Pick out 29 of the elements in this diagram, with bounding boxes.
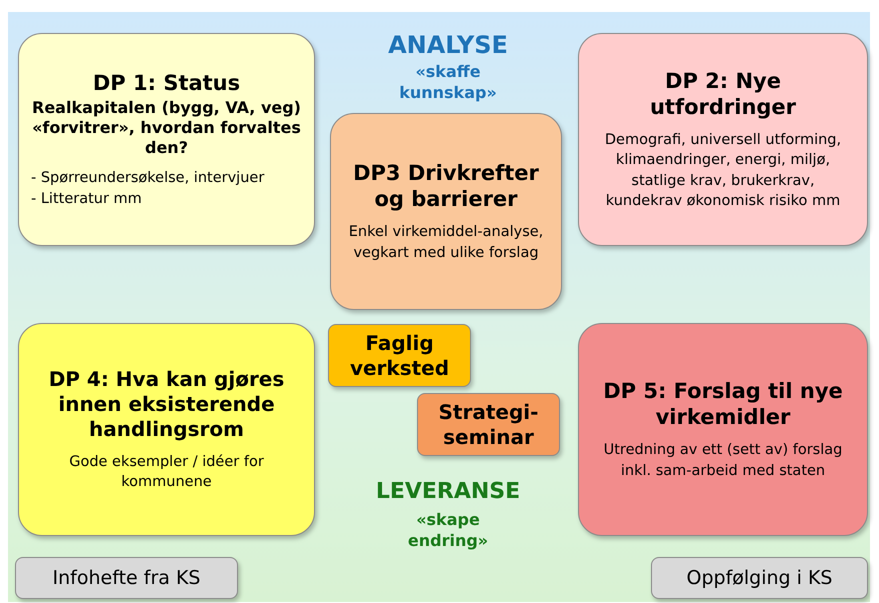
card-title: DP3 Drivkrefter og barrierer (352, 160, 540, 212)
card (18, 33, 315, 246)
box-title: Faglig verksted (348, 330, 450, 380)
card-title: DP 5: Forslag til nye virkemidler (602, 378, 844, 430)
card-text: Gode eksempler / idéer for kommunene (68, 452, 265, 492)
section-heading: ANALYSE (387, 30, 509, 61)
card-text: Utredning av ett (sett av) forslag inkl. sam-arbeid med staten (602, 441, 844, 481)
card (330, 113, 562, 310)
card-title: DP 2: Nye utfordringer (648, 68, 798, 120)
card-text: Enkel virkemiddel-analyse, vegkart med ulike forslag (348, 223, 544, 263)
box-label: Infohefte fra KS (52, 567, 200, 589)
section-heading: LEVERANSE (374, 478, 522, 506)
card (18, 323, 315, 536)
section-subtitle: «skaffe kunnskap» (398, 62, 498, 104)
card-title: DP 1: Status (92, 70, 240, 96)
card (328, 324, 471, 387)
section-subtitle: «skape endring» (406, 510, 490, 552)
bullet-item: - Spørreundersøkelse, intervjuer (31, 169, 264, 188)
card-subtitle: Realkapitalen (bygg, VA, veg) «forvitrer», hvordan forvaltes den? (31, 98, 302, 158)
box-title: Strategi-seminar (438, 400, 540, 450)
label-box (15, 557, 238, 599)
card (417, 393, 560, 456)
card-text: Demografi, universell utforming, klimaendringer, energi, miljø, statlige krav, brukerkrav, kundekrav økonomisk risiko mm (604, 131, 842, 212)
bullet-item: - Litteratur mm (31, 190, 142, 209)
card (578, 323, 868, 536)
box-label: Oppfølging i KS (686, 567, 832, 589)
card (578, 33, 868, 246)
card-title: DP 4: Hva kan gjøres innen eksisterende handlingsrom (48, 366, 286, 442)
label-box (651, 557, 868, 599)
